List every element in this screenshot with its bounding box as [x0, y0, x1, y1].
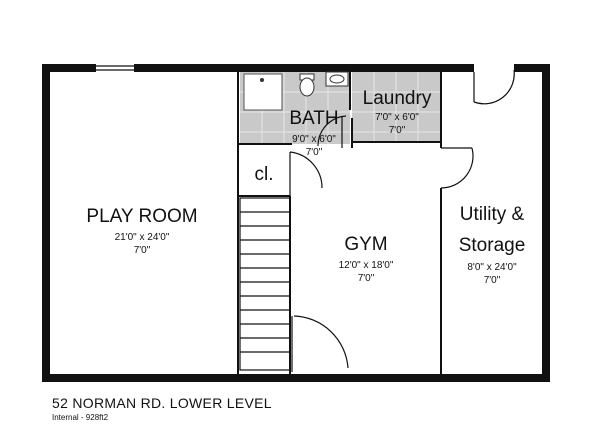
room-name-line2: Storage: [459, 235, 526, 256]
room-size: 21'0" x 24'0": [115, 232, 170, 243]
room-height: 7'0": [389, 125, 406, 136]
utility-door: [440, 147, 474, 189]
room-size: 12'0" x 18'0": [339, 260, 394, 271]
room-size: 8'0" x 24'0": [467, 262, 517, 273]
gym-door: [291, 315, 349, 372]
room-size: 9'0" x 6'0": [292, 134, 336, 145]
shower-icon: [243, 73, 283, 111]
entry-door: [473, 69, 515, 105]
room-name: PLAY ROOM: [86, 206, 197, 227]
room-closet: cl.: [255, 164, 274, 185]
room-height: 7'0": [306, 147, 323, 158]
room-name: Laundry: [363, 88, 432, 109]
bath-door: [317, 115, 347, 148]
room-height: 7'0": [484, 275, 501, 286]
exterior-walls: [42, 64, 550, 382]
room-utility-storage: Utility & Storage 8'0" x 24'0" 7'0": [459, 204, 526, 286]
room-name-line1: Utility &: [460, 204, 525, 225]
room-name: BATH: [289, 108, 338, 129]
room-size: 7'0" x 6'0": [375, 112, 419, 123]
room-height: 7'0": [134, 245, 151, 256]
room-laundry: Laundry 7'0" x 6'0" 7'0": [363, 88, 432, 136]
room-name: cl.: [255, 164, 274, 185]
room-height: 7'0": [358, 273, 375, 284]
window: [96, 65, 134, 71]
room-name: GYM: [344, 234, 387, 255]
interior-walls: [237, 72, 442, 374]
room-bath: BATH 9'0" x 6'0" 7'0": [289, 108, 338, 158]
room-gym: GYM 12'0" x 18'0" 7'0": [339, 234, 394, 284]
toilet-icon: [299, 73, 315, 97]
plan-title: 52 NORMAN RD. LOWER LEVEL: [52, 395, 272, 411]
plan-subtitle: Internal - 928ft2: [52, 413, 109, 422]
laundry-tile-floor: [352, 72, 440, 142]
closet-door: [289, 151, 323, 196]
staircase: [239, 197, 291, 371]
room-play-room: PLAY ROOM 21'0" x 24'0" 7'0": [86, 206, 197, 256]
sink-icon: [325, 71, 349, 87]
